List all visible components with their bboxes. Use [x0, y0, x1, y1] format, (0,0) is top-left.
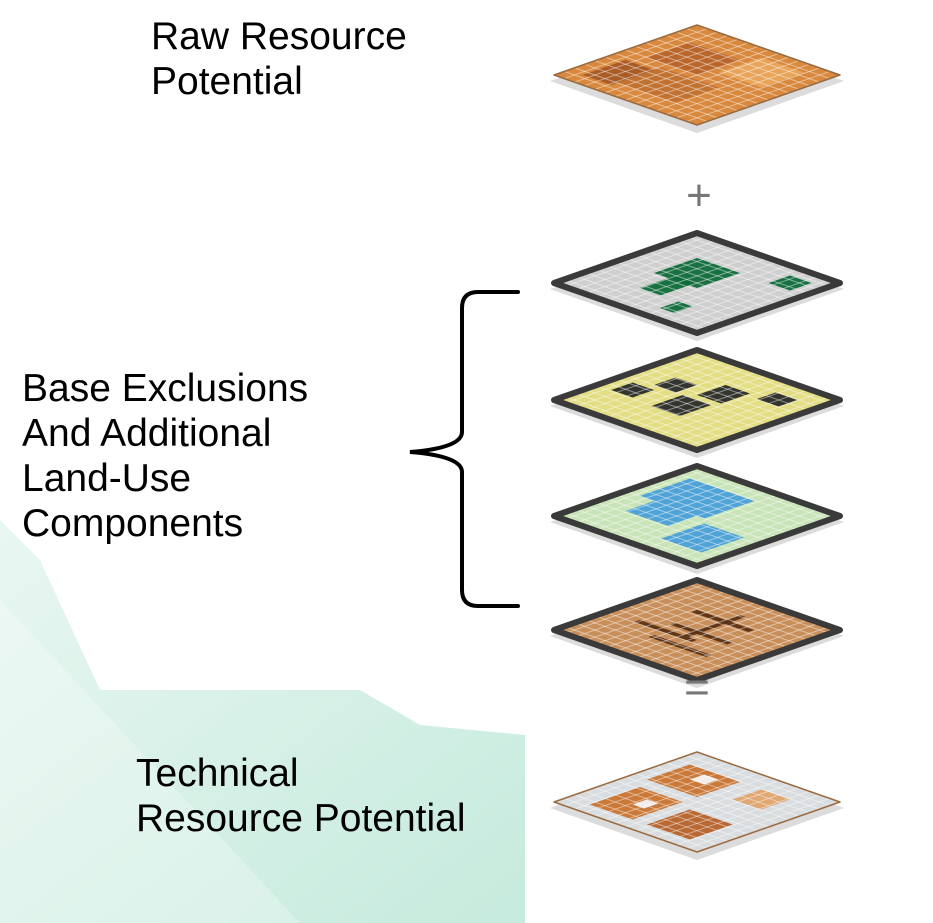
- raw-resource-layer: [550, 24, 844, 133]
- curly-bracket: [409, 290, 520, 608]
- equals-operator: =: [684, 663, 710, 712]
- base-exclusions-label: Base Exclusions And Additional Land-Use …: [22, 366, 308, 546]
- base-label-line-3: Land-Use: [22, 457, 192, 500]
- slope-layer: [550, 577, 844, 688]
- technical-resource-potential-label: Technical Resource Potential: [136, 751, 466, 841]
- raw-label-line-2: Potential: [151, 60, 303, 103]
- plus-operator: +: [686, 171, 712, 220]
- raw-label-line-1: Raw Resource: [151, 15, 407, 58]
- technical-resource-layer: [550, 751, 844, 860]
- base-label-line-1: Base Exclusions: [22, 367, 309, 410]
- terrain-exclusion-layer: [550, 347, 844, 458]
- base-label-line-2: And Additional: [22, 412, 272, 455]
- water-layer: [550, 463, 844, 574]
- tech-label-line-1: Technical: [136, 752, 299, 795]
- base-label-line-4: Components: [22, 502, 244, 545]
- tech-label-line-2: Resource Potential: [136, 797, 466, 840]
- protected-areas-layer: [550, 230, 844, 341]
- raw-resource-potential-label: Raw Resource Potential: [151, 14, 407, 104]
